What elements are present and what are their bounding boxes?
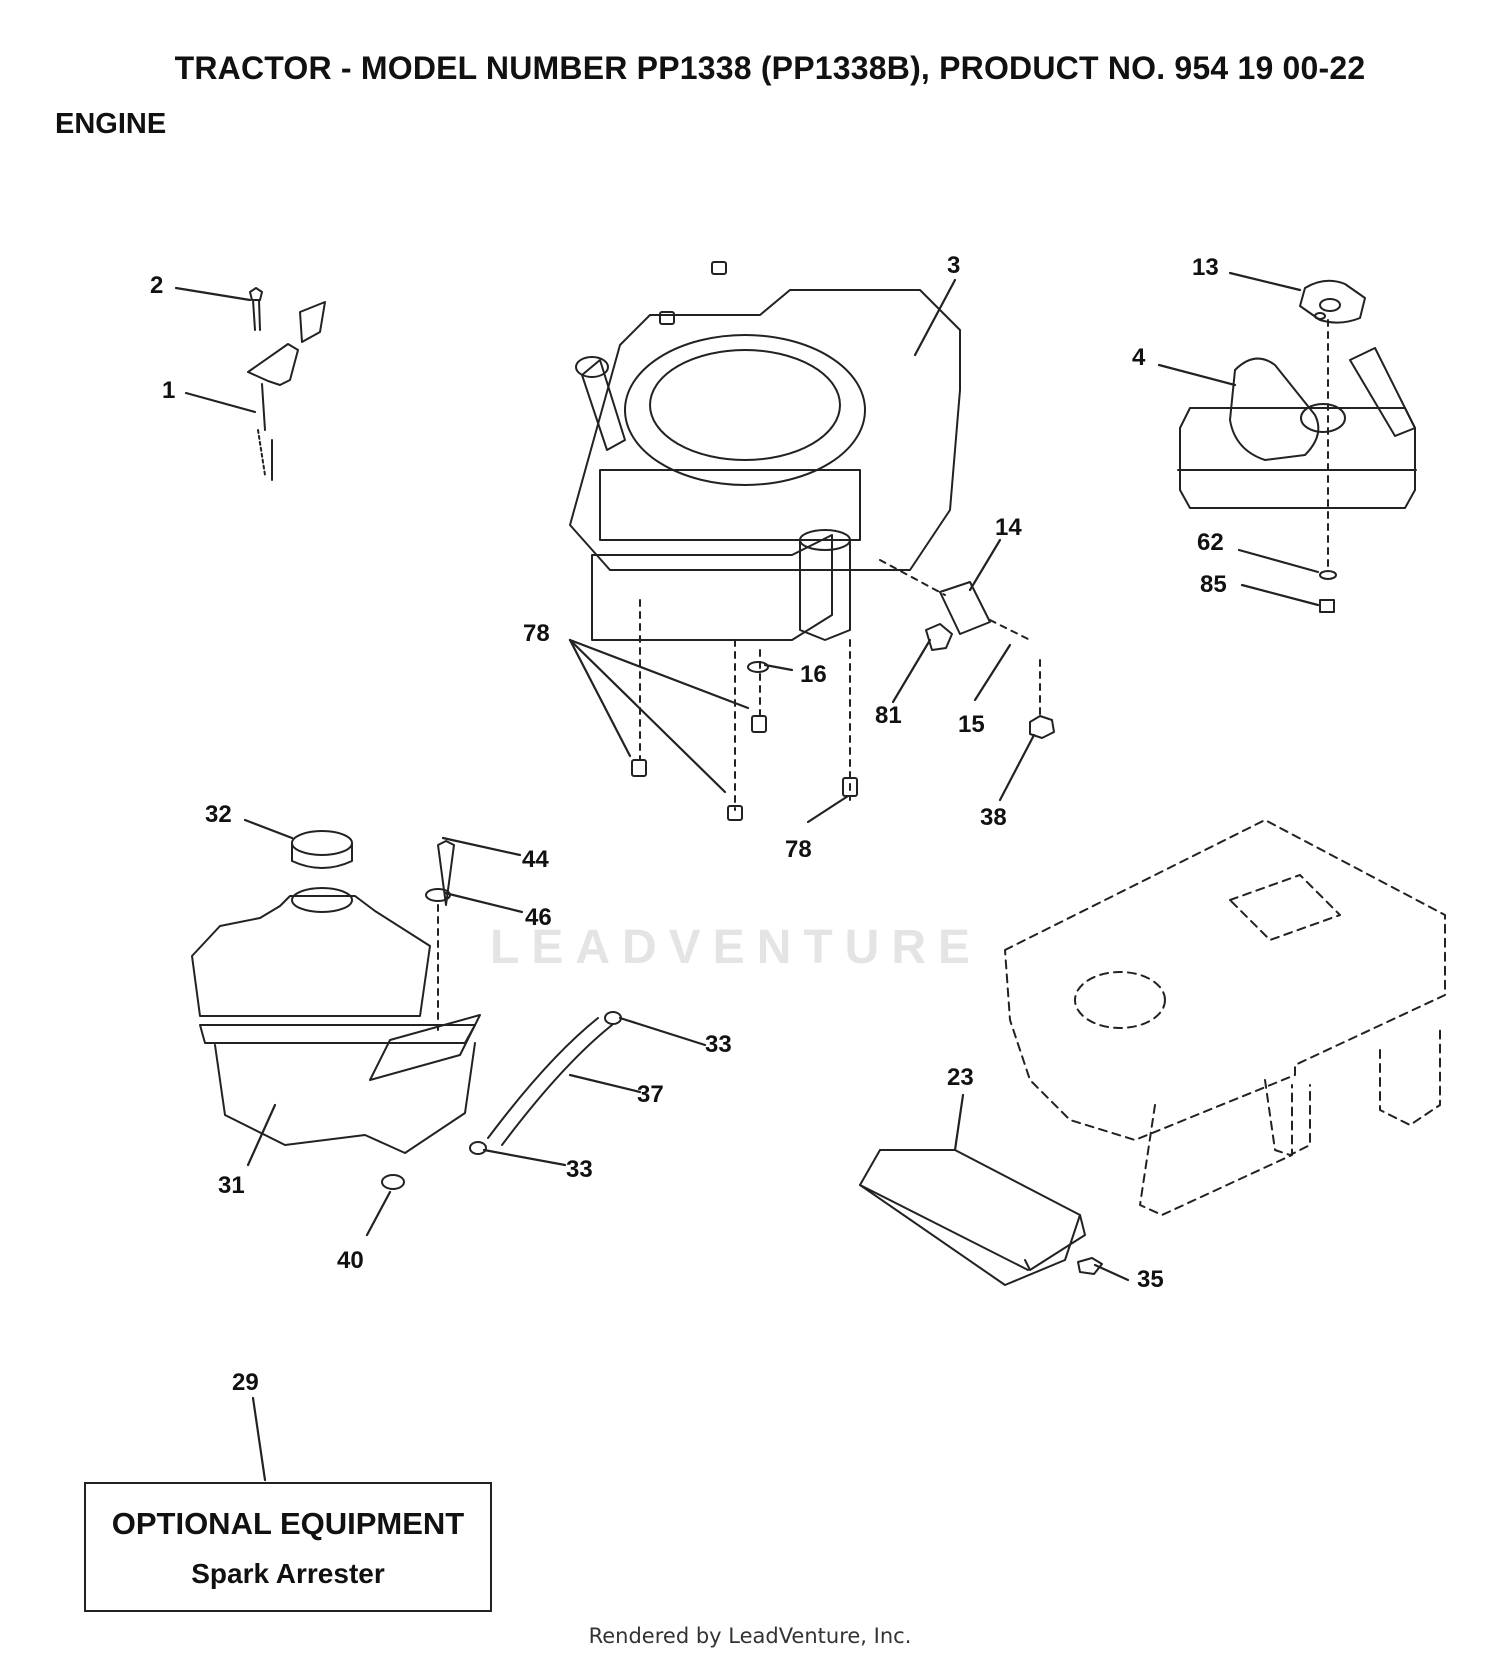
callout-3: 3: [947, 252, 960, 279]
callout-62: 62: [1197, 529, 1224, 556]
watermark: LEADVENTURE: [490, 921, 983, 974]
callout-1: 1: [162, 377, 175, 404]
muffler-part: [1177, 279, 1417, 613]
footer-credit: Rendered by LeadVenture, Inc.: [588, 1624, 912, 1648]
fuel-tank-part: [191, 830, 481, 1190]
optional-equipment-title: OPTIONAL EQUIPMENT: [111, 1506, 465, 1541]
callout-81: 81: [875, 702, 902, 729]
optional-equipment-box: OPTIONAL EQUIPMENT Spark Arrester: [84, 1482, 492, 1612]
callout-29: 29: [232, 1369, 259, 1396]
callout-35: 35: [1137, 1266, 1164, 1293]
callout-13: 13: [1192, 254, 1219, 281]
callout-37: 37: [637, 1081, 664, 1108]
callout-78-bottom: 78: [785, 836, 812, 863]
callout-46: 46: [525, 904, 552, 931]
engine-part: [569, 261, 961, 811]
callout-4: 4: [1132, 344, 1146, 371]
callout-78-top: 78: [523, 620, 550, 647]
callout-33-top: 33: [705, 1031, 732, 1058]
callout-40: 40: [337, 1247, 364, 1274]
mounting-hardware: [631, 559, 1055, 821]
page-title: TRACTOR - MODEL NUMBER PP1338 (PP1338B),…: [174, 50, 1366, 86]
callout-31: 31: [218, 1172, 245, 1199]
leader-lines: [174, 271, 1320, 1482]
callout-15: 15: [958, 711, 985, 738]
callout-2: 2: [150, 272, 163, 299]
section-title: ENGINE: [55, 108, 167, 140]
fuel-line-part: [469, 1011, 622, 1155]
throttle-control-part: [247, 287, 326, 481]
frame-part: [1004, 819, 1446, 1216]
callout-85: 85: [1200, 571, 1227, 598]
callout-16: 16: [800, 661, 827, 688]
callout-38: 38: [980, 804, 1007, 831]
callout-33-bottom: 33: [566, 1156, 593, 1183]
callout-44: 44: [522, 846, 549, 873]
callout-14: 14: [995, 514, 1022, 541]
heat-shield-part: [859, 1149, 1103, 1286]
callout-23: 23: [947, 1064, 974, 1091]
optional-equipment-item: Spark Arrester: [191, 1558, 385, 1589]
callout-32: 32: [205, 801, 232, 828]
